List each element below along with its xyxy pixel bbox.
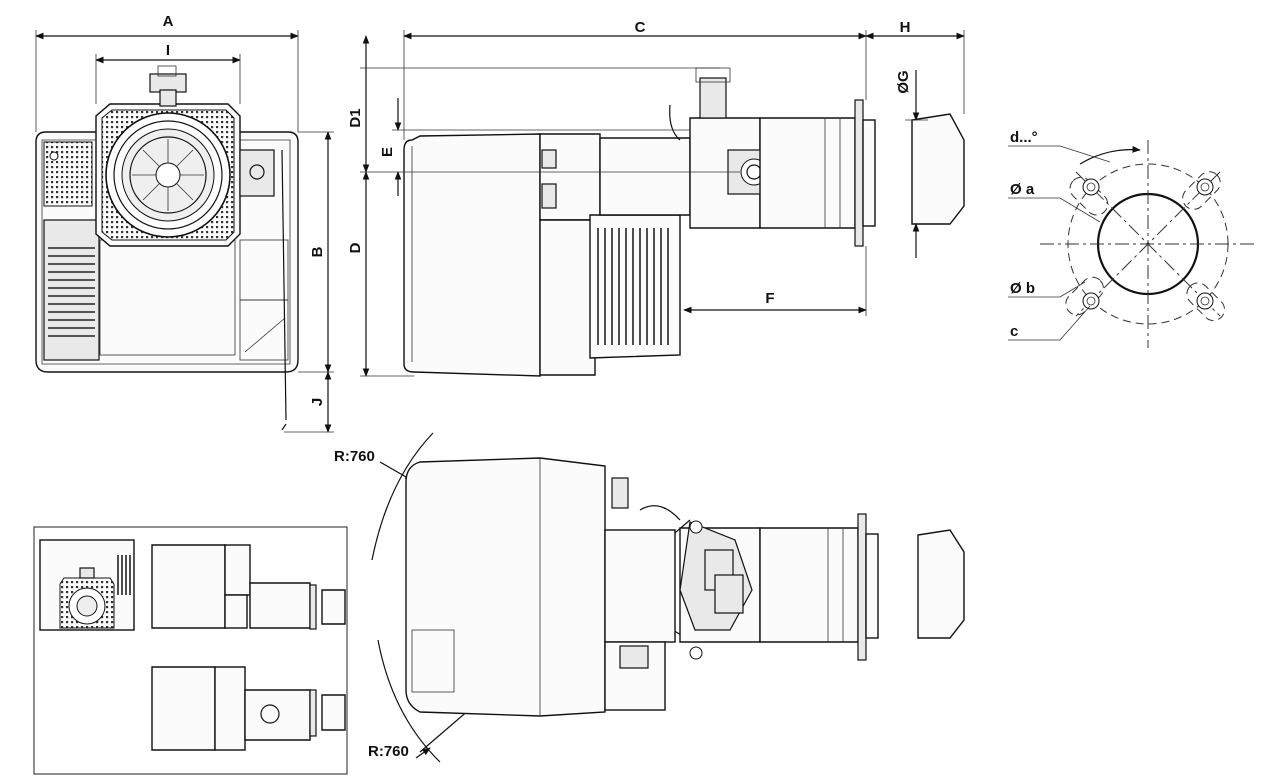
dimension-label-a: A — [163, 13, 174, 30]
dimension-label-e: E — [379, 147, 396, 157]
dimension-label-b: B — [309, 246, 326, 257]
dimension-label-j: J — [309, 398, 326, 406]
dimension-label-f: F — [765, 290, 774, 307]
radius-label-top: R:760 — [334, 448, 375, 465]
dimension-label-c: C — [635, 19, 646, 36]
dimension-label-d: D — [347, 242, 364, 253]
side-view — [360, 30, 965, 377]
dimension-label-i: I — [166, 42, 170, 59]
diameter-label-a: Ø a — [1010, 181, 1035, 198]
diameter-label-b: Ø b — [1010, 280, 1035, 297]
dimension-label-g: ØG — [895, 70, 912, 93]
hole-label-c: c — [1010, 323, 1018, 340]
radius-label-bottom: R:760 — [368, 743, 409, 760]
top-view-swing — [371, 432, 965, 763]
flange-bolt-pattern — [1008, 140, 1255, 348]
dimension-label-d1: D1 — [347, 108, 364, 127]
overview-thumbnails — [33, 526, 348, 775]
dimension-label-h: H — [900, 19, 911, 36]
angle-label-d: d...° — [1010, 129, 1038, 146]
front-view — [35, 30, 334, 433]
